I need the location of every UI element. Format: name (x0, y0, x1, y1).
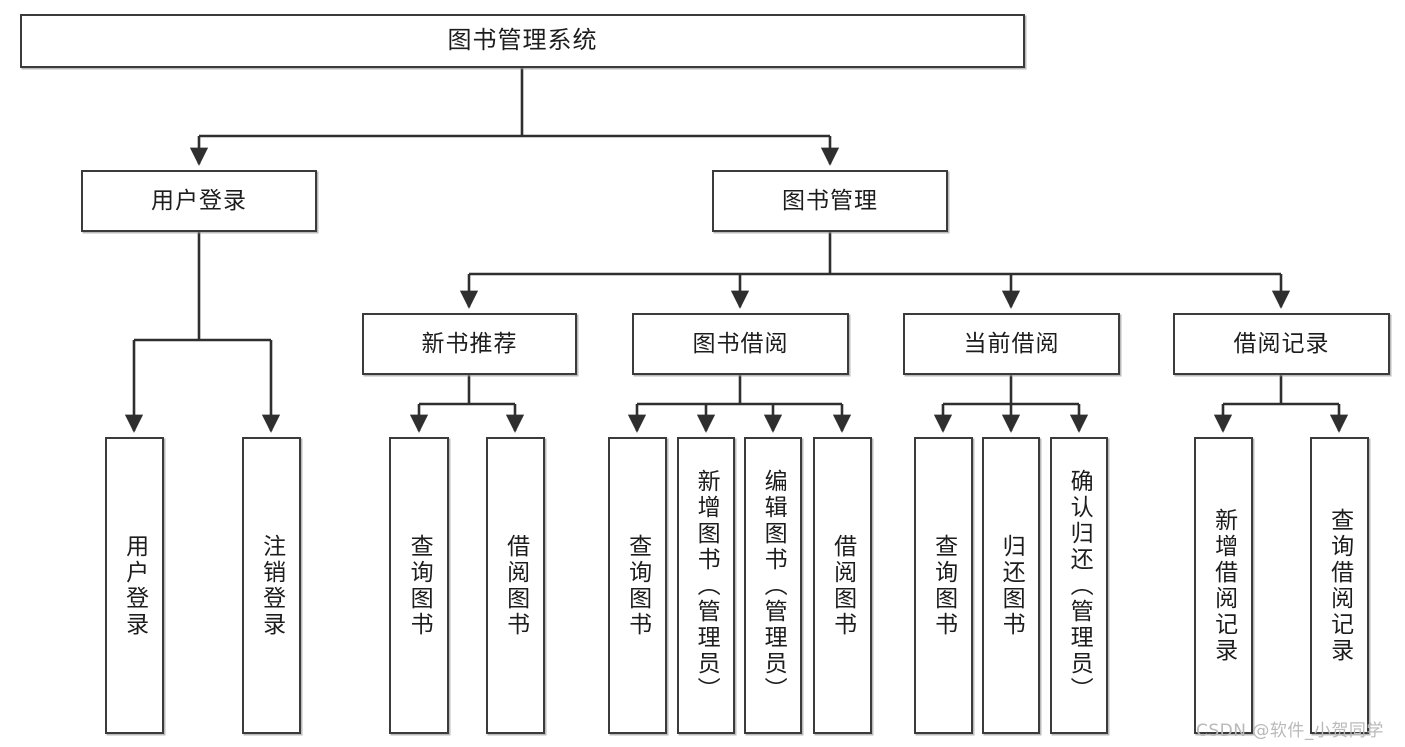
node-current-borrow[interactable]: 当前借阅 (903, 313, 1120, 375)
node-label: 借阅记录 (1233, 330, 1330, 357)
node-label: 查询图书 (930, 533, 957, 638)
node-label: 注销登录 (258, 533, 285, 638)
node-label: 图书借阅 (692, 330, 789, 357)
node-label: 新增借阅记录 (1210, 507, 1237, 664)
leaf-return-book[interactable]: 归还图书 (982, 437, 1040, 734)
node-label: 归还图书 (998, 533, 1025, 638)
node-label: 新书推荐 (421, 330, 518, 357)
csdn-watermark: CSDN @软件_小贺同学 (1196, 721, 1384, 741)
node-label: 当前借阅 (963, 330, 1060, 357)
node-label: 查询图书 (406, 533, 433, 638)
leaf-borrow-book-2[interactable]: 借阅图书 (813, 437, 872, 734)
node-book-management[interactable]: 图书管理 (712, 170, 948, 232)
node-label: 新增图书（管理员） (693, 468, 720, 703)
leaf-add-book-admin[interactable]: 新增图书（管理员） (677, 437, 735, 734)
node-new-book-recommend[interactable]: 新书推荐 (362, 313, 577, 375)
leaf-add-borrow-record[interactable]: 新增借阅记录 (1194, 437, 1253, 734)
leaf-query-book-2[interactable]: 查询图书 (608, 437, 667, 734)
leaf-borrow-book-1[interactable]: 借阅图书 (486, 437, 545, 734)
node-label: 查询图书 (624, 533, 651, 638)
leaf-query-book-3[interactable]: 查询图书 (914, 437, 973, 734)
node-label: 查询借阅记录 (1326, 507, 1353, 664)
node-label: 借阅图书 (502, 533, 529, 638)
node-label: 编辑图书（管理员） (760, 468, 787, 703)
node-label: 确认归还（管理员） (1066, 468, 1093, 703)
node-book-borrow[interactable]: 图书借阅 (632, 313, 849, 375)
leaf-user-login[interactable]: 用户登录 (105, 437, 164, 734)
leaf-query-borrow-record[interactable]: 查询借阅记录 (1310, 437, 1369, 734)
leaf-user-logout[interactable]: 注销登录 (242, 437, 301, 734)
node-label: 图书管理 (782, 187, 878, 214)
node-borrow-record[interactable]: 借阅记录 (1173, 313, 1390, 375)
node-label: 用户登录 (151, 187, 247, 214)
leaf-confirm-return-admin[interactable]: 确认归还（管理员） (1050, 437, 1108, 734)
node-root-book-management-system[interactable]: 图书管理系统 (20, 14, 1025, 68)
node-label: 图书管理系统 (447, 26, 598, 55)
leaf-edit-book-admin[interactable]: 编辑图书（管理员） (744, 437, 802, 734)
node-user-login[interactable]: 用户登录 (81, 170, 317, 232)
node-label: 用户登录 (121, 533, 148, 638)
node-label: 借阅图书 (829, 533, 856, 638)
leaf-query-book-1[interactable]: 查询图书 (389, 437, 449, 734)
